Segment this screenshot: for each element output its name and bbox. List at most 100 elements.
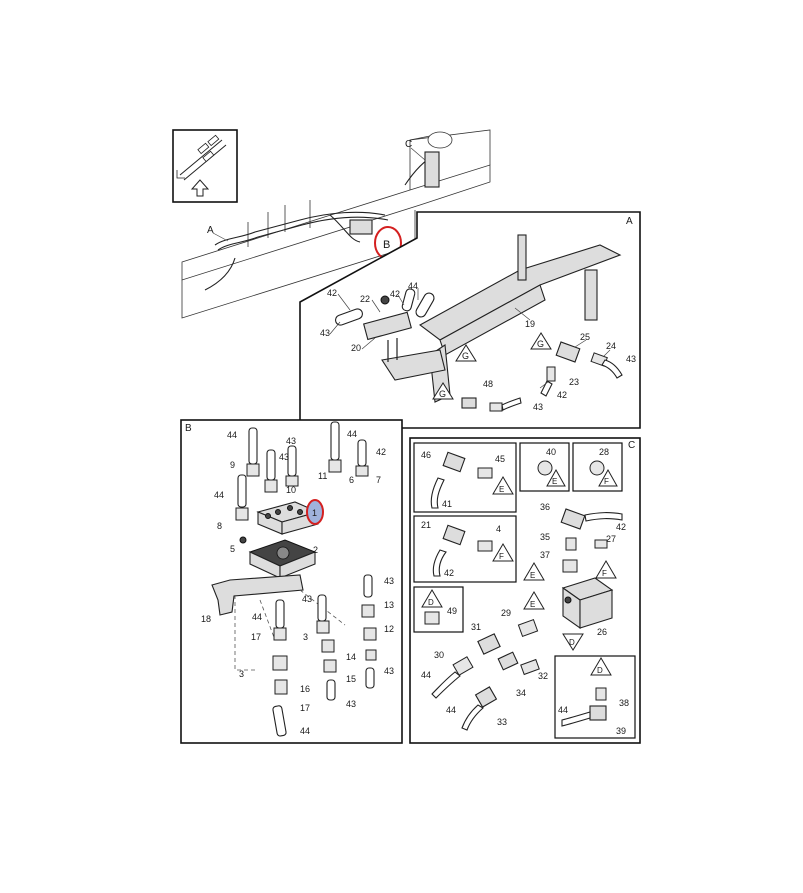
callout-b-18: 44	[252, 612, 262, 622]
callout-b-27: 43	[384, 666, 394, 676]
callout-b-30: 43	[346, 699, 356, 709]
callout-a-3: 42	[390, 289, 400, 299]
svg-text:D: D	[428, 598, 434, 607]
callout-c-19: 32	[538, 671, 548, 681]
svg-text:D: D	[569, 638, 575, 647]
callout-b-15: 2	[313, 545, 318, 555]
callout-c-6: 36	[540, 502, 550, 512]
overview-label-a: A	[207, 225, 214, 236]
panel-c: C	[409, 437, 641, 744]
callout-c-23: 33	[497, 717, 507, 727]
callout-c-4: 40	[546, 447, 556, 457]
panel-b: B	[180, 419, 403, 744]
callout-c-8: 21	[421, 520, 431, 530]
callout-b-26: 15	[346, 674, 356, 684]
callout-a-2: 22	[360, 294, 370, 304]
view-marker-d-1: D	[421, 589, 443, 608]
fitting-48-line	[461, 397, 522, 412]
callout-a-12: 42	[557, 390, 567, 400]
callout-b-11: 44	[214, 490, 224, 500]
callout-c-25: 44	[558, 705, 568, 715]
overview-harness	[204, 151, 440, 291]
svg-text:E: E	[499, 485, 504, 494]
callout-a-8: 25	[580, 332, 590, 342]
valve-assembly-25	[540, 341, 623, 397]
svg-text:E: E	[552, 477, 557, 486]
svg-text:G: G	[537, 339, 544, 349]
callout-b-21: 17	[251, 632, 261, 642]
panel-c-letter: C	[628, 440, 635, 451]
callout-c-5: 28	[599, 447, 609, 457]
callout-a-11: 23	[569, 377, 579, 387]
callout-b-6: 43	[279, 452, 289, 462]
callout-b-2: 43	[286, 436, 296, 446]
view-marker-d-2: D	[562, 633, 584, 651]
callout-b-17: 43	[384, 576, 394, 586]
panel-a: A	[299, 211, 641, 429]
callout-c-10: 42	[444, 568, 454, 578]
svg-text:F: F	[604, 477, 609, 486]
callout-a-1: 42	[327, 288, 337, 298]
callout-b-13: 8	[217, 521, 222, 531]
callout-c-26: 39	[616, 726, 626, 736]
callout-b-20: 13	[384, 600, 394, 610]
callout-c-20: 44	[421, 670, 431, 680]
subview-21	[413, 515, 517, 583]
callout-b-3: 44	[347, 429, 357, 439]
callout-a-13: 48	[483, 379, 493, 389]
view-marker-f-1: F	[598, 468, 618, 487]
svg-text:E: E	[530, 571, 535, 580]
callout-a-5: 43	[320, 328, 330, 338]
callout-b-19: 43	[302, 594, 312, 604]
callout-a-9: 24	[606, 341, 616, 351]
callout-c-18: 30	[434, 650, 444, 660]
callout-b-1: 44	[227, 430, 237, 440]
callout-a-14: 43	[533, 402, 543, 412]
view-marker-g-1: G	[455, 344, 477, 362]
view-marker-e-3: E	[523, 562, 545, 581]
callout-b-7: 11	[318, 471, 327, 481]
callout-c-11: 27	[606, 534, 616, 544]
callout-c-16: 26	[597, 627, 607, 637]
callout-b-4: 42	[376, 447, 386, 457]
view-marker-e-2: E	[492, 476, 514, 495]
view-marker-f-3: F	[595, 560, 617, 579]
callout-c-14: 49	[447, 606, 457, 616]
callout-b-8: 6	[349, 475, 354, 485]
callout-b-22: 12	[384, 624, 394, 634]
view-marker-e-1: E	[546, 468, 566, 487]
callout-c-9: 4	[496, 524, 501, 534]
subview-49	[413, 586, 464, 633]
callout-b-31: 44	[300, 726, 310, 736]
callout-c-3: 41	[442, 499, 452, 509]
callout-a-4: 44	[408, 281, 418, 291]
subview-28	[572, 442, 623, 492]
svg-text:F: F	[499, 552, 504, 561]
view-marker-d-3: D	[590, 657, 612, 676]
callout-c-13: 37	[540, 550, 550, 560]
callout-b-25: 14	[346, 652, 356, 662]
manifold-block	[561, 577, 614, 630]
callout-a-10: 43	[626, 354, 636, 364]
bracket-18	[211, 574, 304, 616]
svg-text:F: F	[602, 569, 607, 578]
callout-c-17: 31	[471, 622, 481, 632]
overview-label-b: B	[383, 239, 390, 251]
callout-b-12: 1	[312, 508, 317, 518]
panel-a-letter: A	[626, 216, 633, 227]
callout-c-24: 38	[619, 698, 629, 708]
mounting-plate	[248, 539, 317, 579]
orientation-inset	[172, 129, 238, 203]
callout-c-15: 29	[501, 608, 511, 618]
callout-b-16: 18	[201, 614, 211, 624]
callout-c-1: 46	[421, 450, 431, 460]
highlight-ring-part-1	[306, 499, 324, 525]
svg-text:D: D	[597, 666, 603, 675]
svg-text:G: G	[439, 389, 446, 399]
callout-b-14: 5	[230, 544, 235, 554]
callout-b-5: 9	[230, 460, 235, 470]
callout-c-22: 44	[446, 705, 456, 715]
callout-b-28: 16	[300, 684, 310, 694]
callout-b-29: 17	[300, 703, 310, 713]
view-marker-e-4: E	[523, 591, 545, 610]
